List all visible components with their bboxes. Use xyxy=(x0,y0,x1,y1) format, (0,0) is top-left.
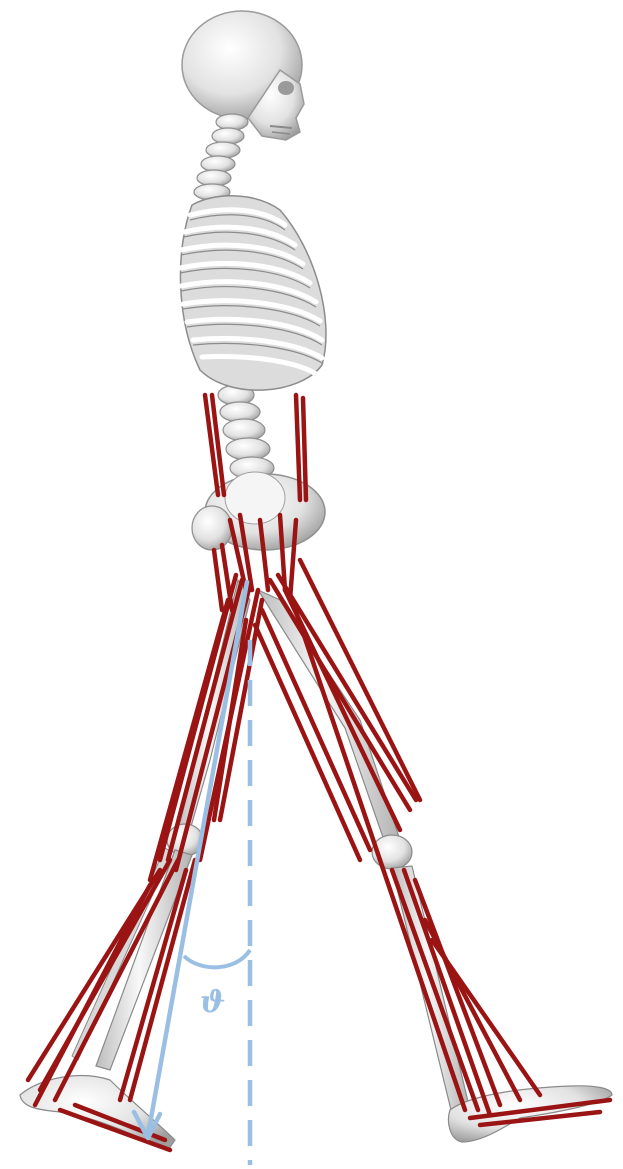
angle-arc xyxy=(184,950,250,967)
angle-label: ϑ xyxy=(200,985,225,1020)
right-leg-bones xyxy=(258,590,612,1142)
rib-cage xyxy=(180,196,326,390)
